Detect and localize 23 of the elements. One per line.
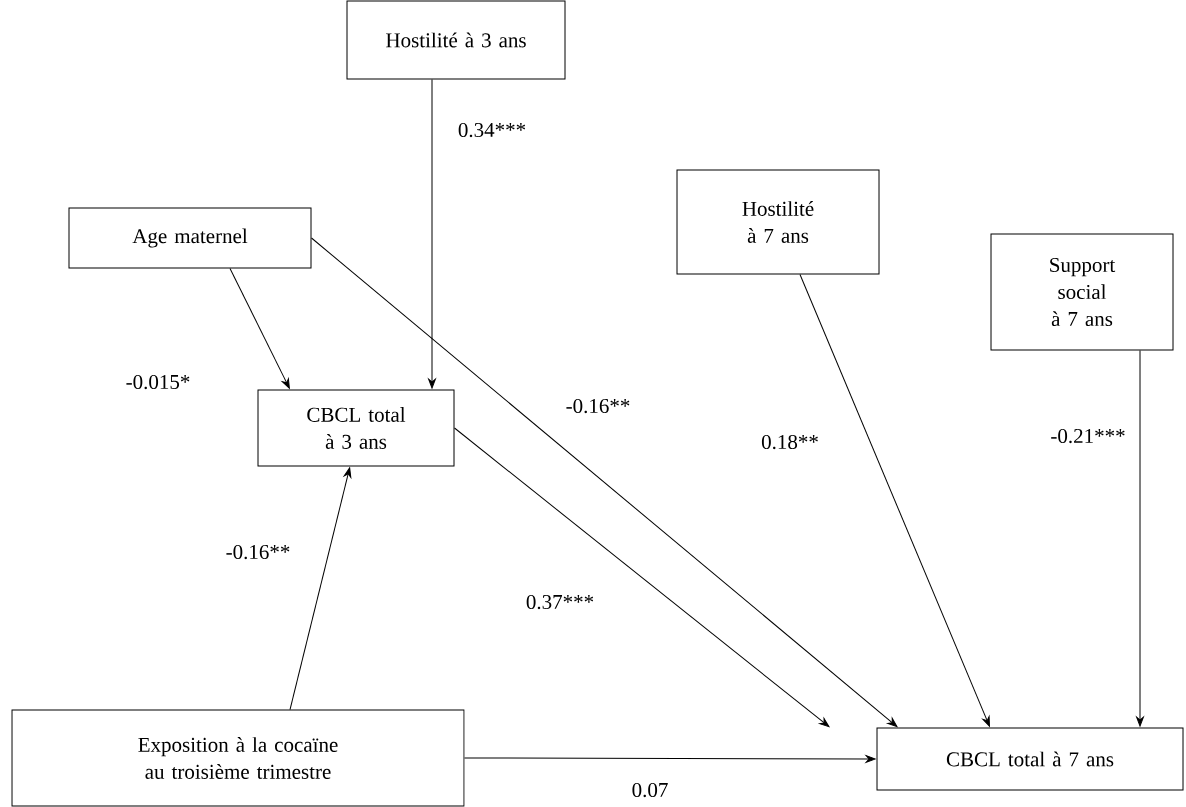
variable-box: Support social à 7 ans bbox=[990, 233, 1174, 351]
edge-label: 0.07 bbox=[630, 781, 670, 799]
edge-label: -0.16** bbox=[224, 543, 292, 561]
arrow bbox=[464, 755, 876, 763]
edge-label: 0.34*** bbox=[456, 121, 528, 139]
edge-label: -0.16** bbox=[564, 397, 632, 415]
variable-box: CBCL total à 3 ans bbox=[257, 389, 455, 467]
variable-box: Hostilité à 7 ans bbox=[676, 169, 880, 275]
edge-label: -0.21*** bbox=[1049, 427, 1127, 445]
arrow bbox=[799, 274, 990, 727]
arrow bbox=[428, 79, 436, 389]
arrow bbox=[1136, 350, 1144, 727]
arrow bbox=[229, 268, 290, 389]
edge-label: 0.37*** bbox=[524, 593, 596, 611]
variable-box: Exposition à la cocaïne au troisième trimestre bbox=[11, 709, 465, 807]
arrow bbox=[454, 427, 830, 728]
arrow bbox=[289, 467, 352, 710]
variable-box: CBCL total à 7 ans bbox=[876, 727, 1184, 791]
variable-box: Hostilité à 3 ans bbox=[346, 0, 566, 80]
variable-box: Age maternel bbox=[68, 207, 312, 269]
edge-label: -0.015* bbox=[124, 373, 192, 391]
arrow bbox=[311, 237, 898, 728]
edge-label: 0.18** bbox=[760, 433, 820, 451]
